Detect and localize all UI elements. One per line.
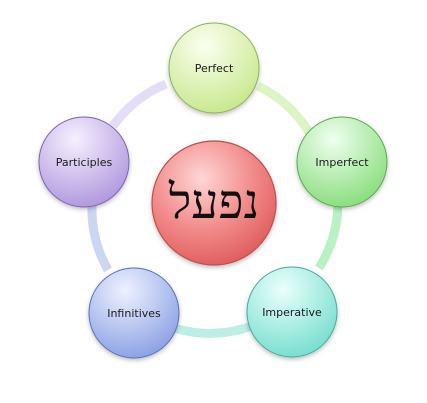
node-participles: Participles [38,116,130,208]
node-perfect: Perfect [168,22,260,114]
node-imperfect: Imperfect [296,116,388,208]
center-label: נפעל [168,174,259,230]
node-imperfect-label: Imperfect [315,156,369,169]
node-imperative-circle [246,266,338,358]
connector-imperfect-imperative [315,203,343,271]
center-node: נפעל [151,140,277,266]
connector-infinitives-participles [87,204,112,273]
center-circle [151,140,277,266]
node-infinitives-label: Infinitives [107,307,161,320]
node-imperative: Imperative [246,266,338,358]
connector-ring [87,79,343,338]
node-imperfect-circle [296,116,388,208]
node-participles-label: Participles [56,156,113,169]
connector-imperative-infinitives [172,321,254,338]
node-perfect-circle [168,22,260,114]
node-infinitives-circle [88,267,180,359]
node-imperative-label: Imperative [262,306,322,319]
connector-perfect-imperfect [255,81,314,137]
node-participles-circle [38,116,130,208]
node-perfect-label: Perfect [195,62,234,75]
node-infinitives: Infinitives [88,267,180,359]
connector-participles-perfect [109,79,168,129]
